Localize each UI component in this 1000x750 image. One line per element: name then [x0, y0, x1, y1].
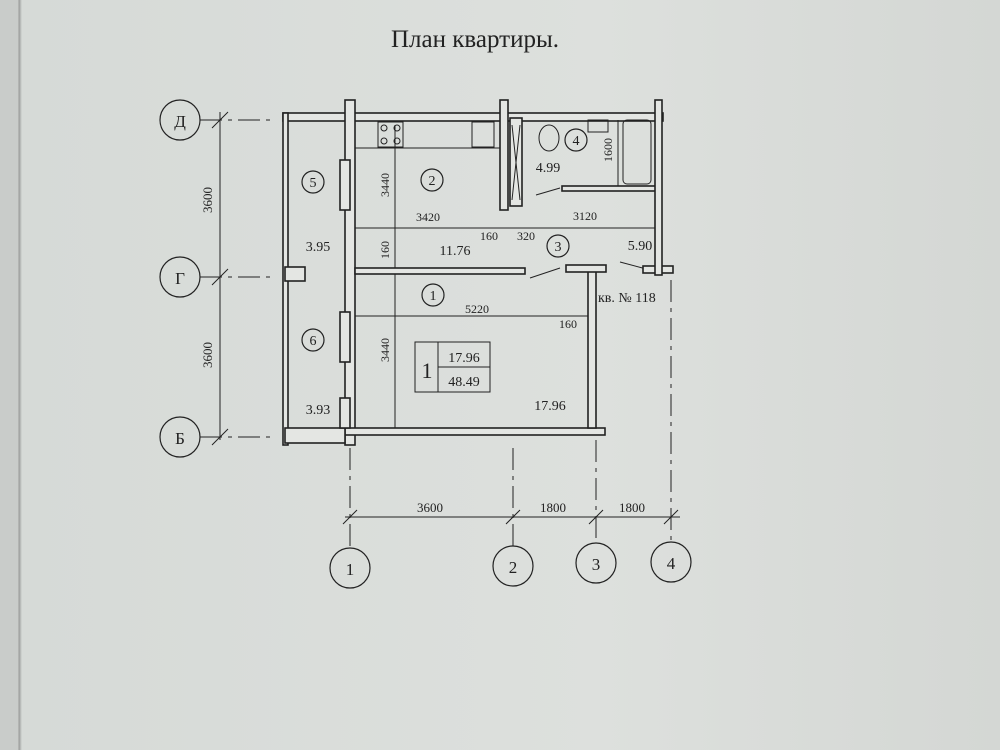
label: 3420 — [416, 210, 440, 224]
label: 2 — [509, 558, 518, 577]
label: 160 — [378, 241, 392, 259]
summary-box: 1 17.96 48.49 — [414, 341, 491, 393]
label: Д — [174, 112, 186, 131]
label: 3.93 — [306, 403, 331, 418]
label: 17.96 — [534, 399, 566, 414]
rooms-count: 1 — [422, 358, 433, 383]
label: 3120 — [573, 209, 597, 223]
dimension-lines — [211, 111, 680, 525]
axis-lines — [200, 119, 672, 548]
walls — [282, 99, 674, 446]
label: 3440 — [378, 173, 392, 197]
label: 160 — [480, 229, 498, 243]
label: 320 — [517, 229, 535, 243]
label: 3440 — [378, 338, 392, 362]
col-dim: 1800 — [540, 500, 566, 515]
label: 1 — [430, 289, 437, 304]
label: 1600 — [601, 138, 615, 162]
interior-dimensions: 3440 3420 3120 160 320 160 1600 5220 160… — [378, 138, 615, 362]
label: 3 — [592, 555, 601, 574]
col-dim: 3600 — [417, 500, 443, 515]
row-dim: 3600 — [200, 187, 215, 213]
axis-bubbles: Д Г Б 1 2 3 4 — [159, 99, 692, 589]
label: 4 — [573, 134, 580, 149]
label: 6 — [310, 334, 317, 349]
room-areas: 17.96 11.76 5.90 4.99 3.95 3.93 — [306, 161, 653, 418]
total-area: 48.49 — [448, 375, 480, 390]
apartment-label: кв. № 118 — [598, 291, 656, 306]
label: Б — [175, 429, 185, 448]
row-dim: 3600 — [200, 342, 215, 368]
label: Г — [175, 269, 185, 288]
label: 160 — [559, 317, 577, 331]
label: 5220 — [465, 302, 489, 316]
label: 4.99 — [536, 161, 561, 176]
label: 4 — [667, 554, 676, 573]
fixtures — [355, 119, 652, 201]
label: 3.95 — [306, 240, 331, 255]
label: 11.76 — [440, 244, 471, 259]
label: 2 — [429, 174, 436, 189]
label: 1 — [346, 560, 355, 579]
room-numbers: 1 2 3 4 5 6 — [301, 128, 588, 352]
label: 5 — [310, 176, 317, 191]
label: 5.90 — [628, 239, 653, 254]
living-area: 17.96 — [448, 351, 480, 366]
col-dim: 1800 — [619, 500, 645, 515]
label: 3 — [555, 240, 562, 255]
plan-title: План квартиры. — [391, 26, 559, 53]
